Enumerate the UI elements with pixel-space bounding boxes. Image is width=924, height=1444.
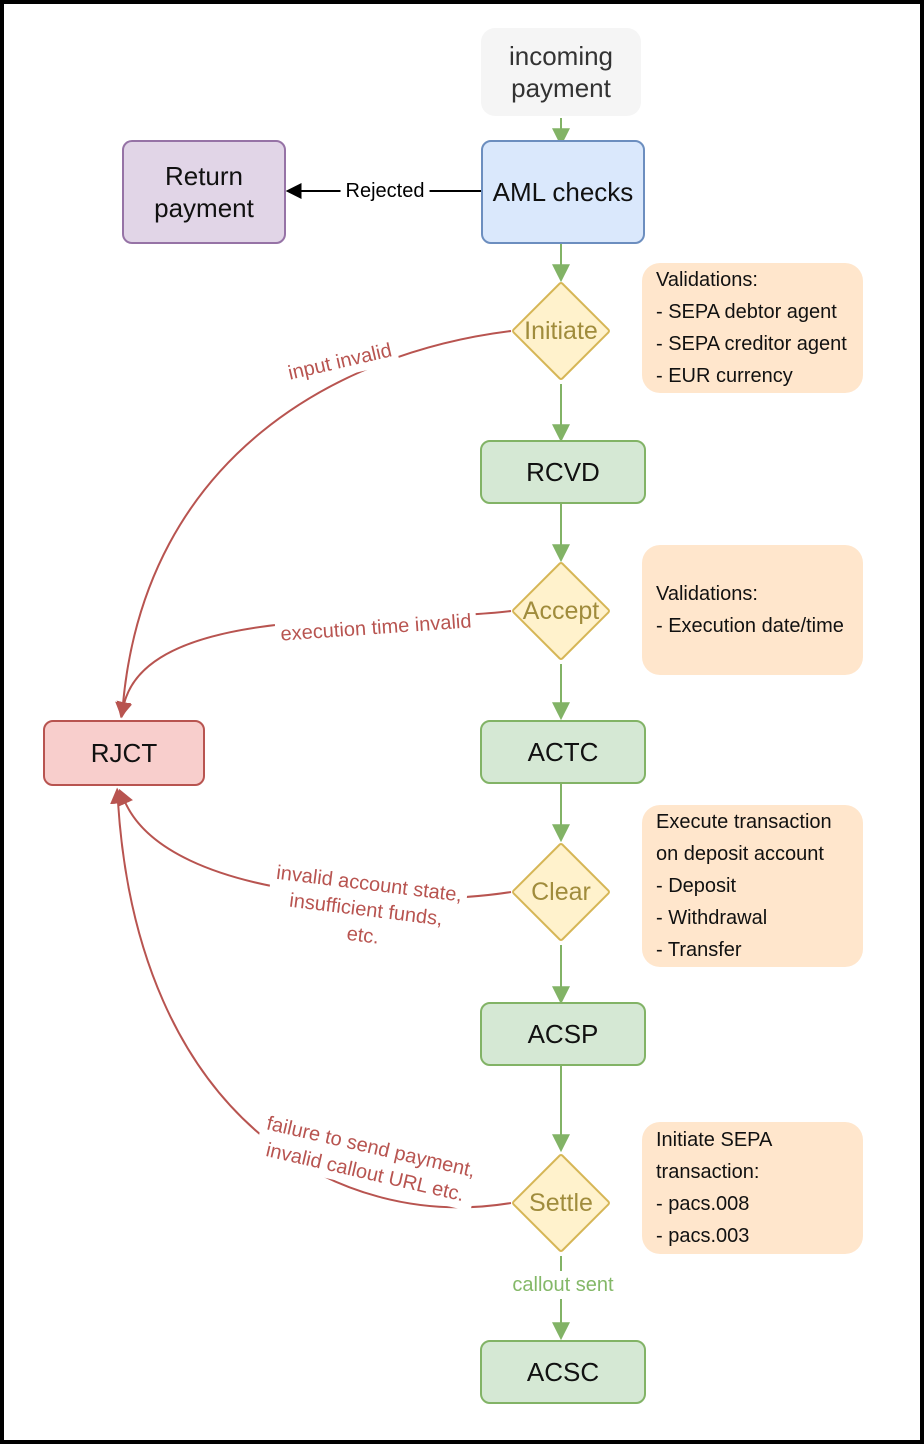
node-rjct: RJCT <box>43 720 205 786</box>
edge-label-rejected: Rejected <box>340 177 430 205</box>
node-aml-checks: AML checks <box>481 140 645 244</box>
edge-settle-to-rjct <box>110 787 512 1209</box>
clear-label: Clear <box>531 877 591 906</box>
node-rcvd: RCVD <box>480 440 646 504</box>
note-accept-validations: Validations: - Execution date/time <box>642 545 863 675</box>
node-clear: Clear <box>510 841 612 943</box>
note-clear-execute: Execute transaction on deposit account -… <box>642 805 863 967</box>
node-settle: Settle <box>510 1152 612 1254</box>
accept-label: Accept <box>522 596 600 625</box>
settle-label: Settle <box>529 1188 593 1217</box>
edge-label-callout-sent: callout sent <box>507 1271 619 1299</box>
node-acsp: ACSP <box>480 1002 646 1066</box>
node-actc: ACTC <box>480 720 646 784</box>
node-return-payment: Return payment <box>122 140 286 244</box>
note-initiate-validations: Validations: - SEPA debtor agent - SEPA … <box>642 263 863 393</box>
edge-initiate-to-rjct <box>115 330 512 719</box>
node-accept: Accept <box>510 560 612 662</box>
node-initiate: Initiate <box>510 280 612 382</box>
initiate-label: Initiate <box>524 316 598 345</box>
node-incoming-payment: incoming payment <box>481 28 641 116</box>
node-acsc: ACSC <box>480 1340 646 1404</box>
note-settle-sepa: Initiate SEPA transaction: - pacs.008 - … <box>642 1122 863 1254</box>
